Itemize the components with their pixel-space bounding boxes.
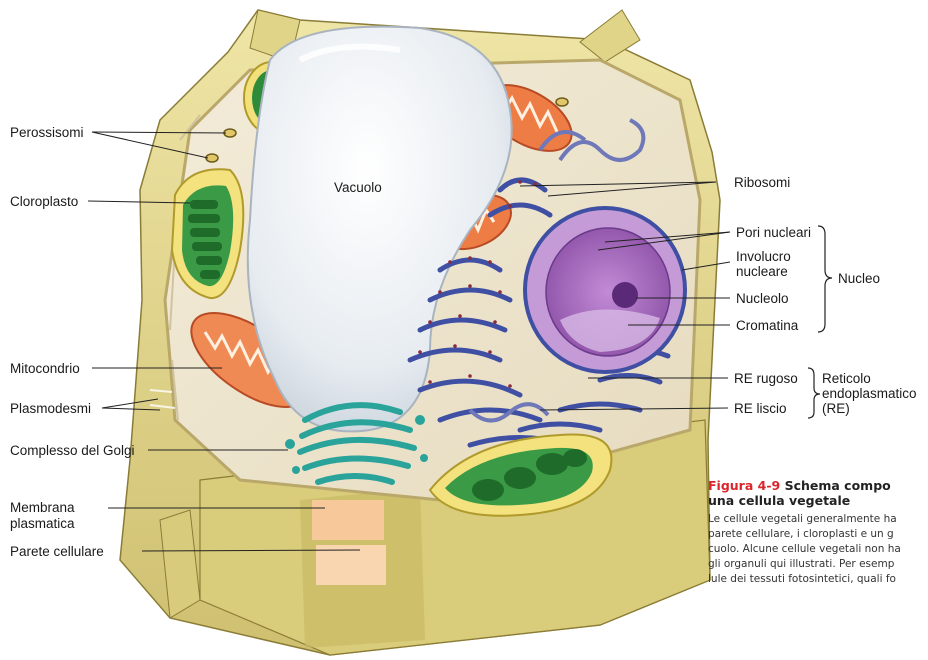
label-nucleare: nucleare <box>736 264 788 279</box>
caption-body-line: parete cellulare, i cloroplasti e un g <box>708 527 928 542</box>
label-ribosomi: Ribosomi <box>734 175 790 190</box>
caption-figure-number: Figura 4-9 <box>708 478 780 493</box>
caption-title-line1: Figura 4-9 Schema compo <box>708 478 928 493</box>
label-nucleo: Nucleo <box>838 271 880 286</box>
label-pori-nucleari: Pori nucleari <box>736 225 811 240</box>
label-involucro: Involucro <box>736 249 791 264</box>
caption-title-line2: una cellula vegetale <box>708 493 928 508</box>
label-re-liscio: RE liscio <box>734 401 787 416</box>
label-re-abbrev: (RE) <box>822 401 850 416</box>
label-re-rugoso: RE rugoso <box>734 371 798 386</box>
caption-body-line: cuolo. Alcune cellule vegetali non ha <box>708 542 928 557</box>
caption-body-line: Le cellule vegetali generalmente ha <box>708 512 928 527</box>
label-plasmatica: plasmatica <box>10 516 75 531</box>
caption-body: Le cellule vegetali generalmente ha pare… <box>708 512 928 587</box>
label-mitocondrio: Mitocondrio <box>10 361 80 376</box>
label-vacuolo: Vacuolo <box>334 180 382 195</box>
caption-body-line: lule dei tessuti fotosintetici, quali fo <box>708 572 928 587</box>
label-membrana: Membrana <box>10 500 75 515</box>
caption-title-part1: Schema compo <box>785 478 891 493</box>
label-cromatina: Cromatina <box>736 318 798 333</box>
label-nucleolo: Nucleolo <box>736 291 789 306</box>
nucleus <box>525 208 685 372</box>
figure-caption: Figura 4-9 Schema compo una cellula vege… <box>708 478 928 587</box>
label-cloroplasto: Cloroplasto <box>10 194 78 209</box>
label-perossisomi: Perossisomi <box>10 125 84 140</box>
nucleolus <box>612 282 638 308</box>
label-reticolo: Reticolo <box>822 371 871 386</box>
label-golgi: Complesso del Golgi <box>10 443 135 458</box>
chloroplast-left <box>172 169 243 298</box>
label-parete-cellulare: Parete cellulare <box>10 544 104 559</box>
label-plasmodesmi: Plasmodesmi <box>10 401 91 416</box>
caption-body-line: gli organuli qui illustrati. Per esemp <box>708 557 928 572</box>
label-endoplasmatico: endoplasmatico <box>822 386 917 401</box>
